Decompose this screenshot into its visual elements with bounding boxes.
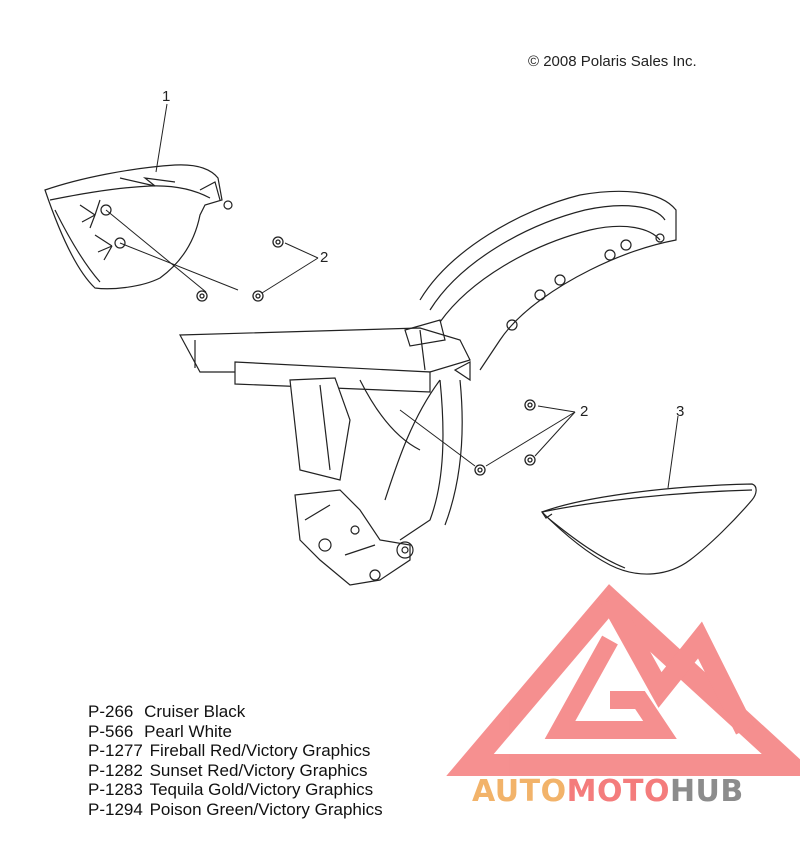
motorcycle-frame — [179, 190, 677, 586]
legend-name: Sunset Red/Victory Graphics — [149, 760, 368, 780]
brand-hub: HUB — [669, 774, 744, 809]
legend-code: P-566 — [88, 721, 134, 741]
legend-name: Poison Green/Victory Graphics — [149, 799, 383, 819]
legend-code: P-1282 — [88, 760, 143, 780]
callout-2-lower: 2 — [580, 403, 589, 420]
callout-2-upper: 2 — [320, 249, 329, 266]
legend-row: P-566 Pearl White — [88, 722, 383, 742]
legend-row: P-1282 Sunset Red/Victory Graphics — [88, 761, 383, 781]
legend-code: P-1277 — [88, 741, 143, 760]
legend-row: P-1283 Tequila Gold/Victory Graphics — [88, 780, 383, 800]
legend-code: P-266 — [88, 702, 134, 721]
callout-1: 1 — [162, 88, 171, 105]
legend-name: Pearl White — [144, 721, 232, 741]
side-cover-left — [44, 164, 233, 290]
copyright-text: © 2008 Polaris Sales Inc. — [528, 53, 697, 70]
leader-lines — [105, 103, 679, 489]
legend-name: Tequila Gold/Victory Graphics — [149, 780, 374, 799]
brand-auto: AUTO — [472, 774, 567, 809]
legend-name: Fireball Red/Victory Graphics — [149, 741, 371, 760]
legend-code: P-1294 — [88, 799, 143, 819]
legend-row: P-1277 Fireball Red/Victory Graphics — [88, 741, 383, 761]
watermark-brand: AUTOMOTOHUB — [472, 774, 744, 809]
legend-code: P-1283 — [88, 780, 143, 799]
brand-moto: MOTO — [566, 774, 670, 809]
color-legend: P-266 Cruiser Black P-566 Pearl White P-… — [88, 702, 383, 819]
legend-row: P-266 Cruiser Black — [88, 702, 383, 722]
watermark-logo — [446, 584, 800, 776]
nuts — [196, 236, 536, 476]
side-cover-right — [540, 483, 757, 575]
legend-row: P-1294 Poison Green/Victory Graphics — [88, 800, 383, 820]
callout-3: 3 — [676, 403, 685, 420]
legend-name: Cruiser Black — [144, 702, 246, 721]
